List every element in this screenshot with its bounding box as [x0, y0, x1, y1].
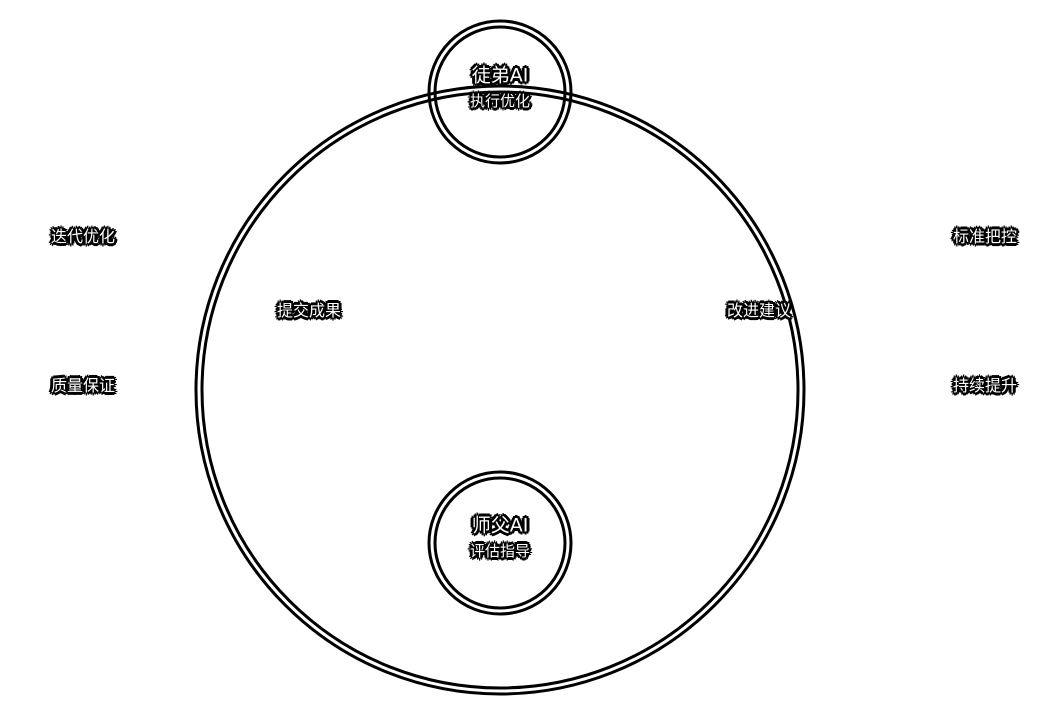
master-node-subtitle: 评估指导: [469, 541, 531, 560]
side-label-right-top: 标准把控: [952, 227, 1018, 247]
side-label-left-bottom: 质量保证: [50, 376, 116, 396]
side-label-left-top: 迭代优化: [50, 227, 116, 247]
cycle-label-improve: 改进建议: [726, 301, 792, 321]
apprentice-node-subtitle: 执行优化: [469, 91, 531, 110]
master-node-title: 师父AI: [471, 514, 529, 537]
master-node-circle: [427, 470, 573, 616]
main-cycle-circle: [194, 84, 806, 696]
side-label-right-bottom: 持续提升: [952, 376, 1018, 396]
cycle-label-submit: 提交成果: [276, 301, 342, 321]
apprentice-node-title: 徒弟AI: [471, 64, 529, 87]
apprentice-node-circle: [427, 19, 573, 165]
